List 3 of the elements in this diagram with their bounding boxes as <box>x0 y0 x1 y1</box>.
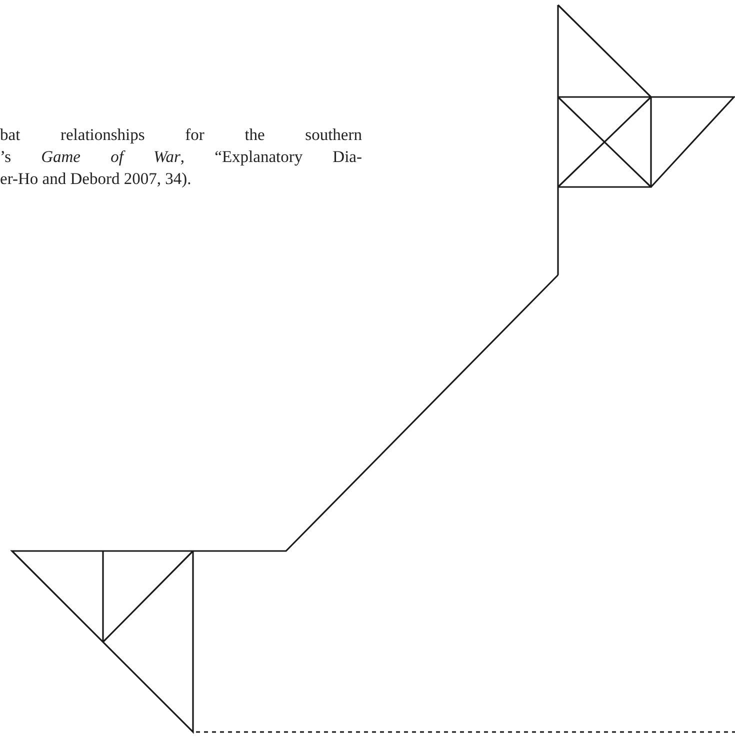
caption-line: bat relationships for the southern <box>0 124 362 146</box>
caption-line: ’s Game of War, “Explanatory Dia- <box>0 146 362 168</box>
caption-line: er-Ho and Debord 2007, 34). <box>0 168 192 190</box>
